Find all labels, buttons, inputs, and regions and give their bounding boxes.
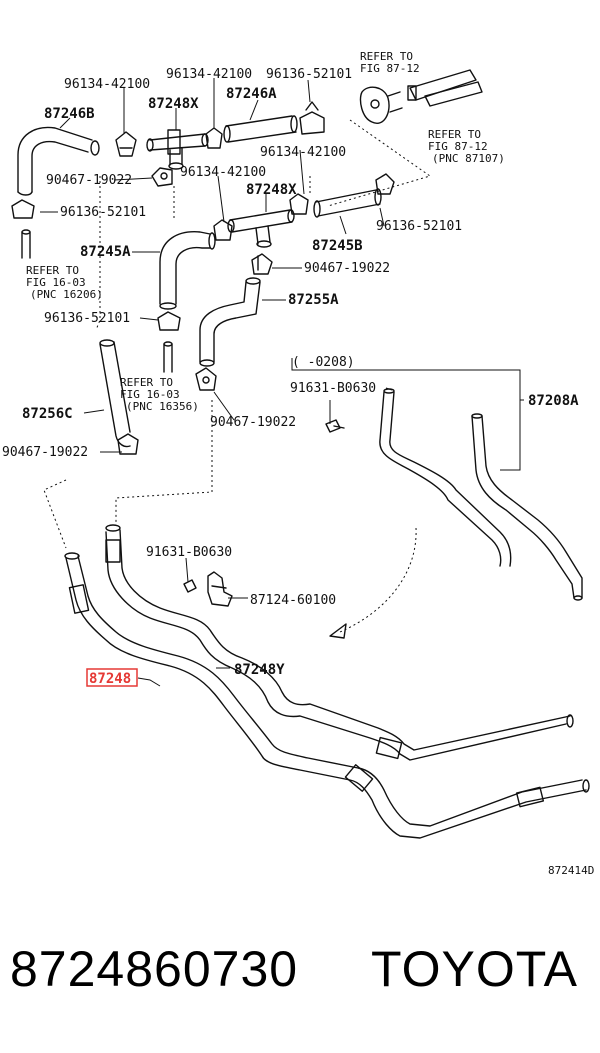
bolt-91631-b: [183, 579, 197, 593]
label-96136-52101-d: 96136-52101: [44, 311, 130, 326]
hose-87245a: [159, 231, 216, 310]
hose-87246a: [223, 115, 298, 143]
label-96136-52101-b: 96136-52101: [60, 205, 146, 220]
label-refer-to-b: REFER TO: [428, 128, 481, 141]
label-refer-to-d: REFER TO: [120, 376, 173, 389]
label-87124-60100: 87124-60100: [250, 593, 336, 608]
label-87208a: 87208A: [528, 393, 579, 409]
tee-87248x-b: [227, 209, 295, 248]
clip-96134-c: [375, 173, 395, 195]
label-fig-87-12-a: FIG 87-12: [360, 62, 420, 75]
label-96134-42100-b: 96134-42100: [166, 67, 252, 82]
pipe-refer-16206: [21, 229, 31, 259]
label-87248-highlighted[interactable]: 87248: [89, 671, 131, 687]
label-pnc-16206: (PNC 16206): [30, 288, 103, 301]
highlight-box-87248: [86, 668, 138, 687]
pipe-87248y: [105, 524, 574, 761]
clip-90467-a: [151, 167, 173, 187]
label-96134-42100-d: 96134-42100: [180, 165, 266, 180]
label-fig-87-12-b: FIG 87-12: [428, 140, 488, 153]
bracket-87124: [207, 571, 233, 607]
pipe-refer-16356: [163, 341, 173, 373]
label-90467-19022-d: 90467-19022: [210, 415, 296, 430]
bracket-0208: [291, 358, 521, 471]
label-pnc-87107: (PNC 87107): [432, 152, 505, 165]
label-90467-19022-b: 90467-19022: [304, 261, 390, 276]
clip-96136-c: [157, 311, 181, 331]
label-fig-16-03-c: FIG 16-03: [26, 276, 86, 289]
hose-87246b: [17, 126, 100, 196]
label-0208: ( -0208): [292, 355, 355, 370]
part-number: 8724860730: [10, 941, 299, 997]
hose-87255a: [199, 277, 261, 367]
label-fig-16-03-d: FIG 16-03: [120, 388, 180, 401]
label-91631-b0630-b: 91631-B0630: [146, 545, 232, 560]
clip-96136-d: [11, 199, 35, 219]
label-87255a: 87255A: [288, 292, 339, 308]
label-87256c: 87256C: [22, 406, 73, 422]
label-87246a: 87246A: [226, 86, 277, 102]
label-refer-to-a: REFER TO: [360, 50, 413, 63]
label-90467-19022-c: 90467-19022: [2, 445, 88, 460]
label-90467-19022-a: 90467-19022: [46, 173, 132, 188]
clip-96136-a: [299, 101, 325, 135]
label-87248x-a: 87248X: [148, 96, 199, 112]
label-87245a: 87245A: [80, 244, 131, 260]
label-87246b: 87246B: [44, 106, 95, 122]
hose-87245b: [313, 188, 382, 218]
label-refer-to-c: REFER TO: [26, 264, 79, 277]
connector-87107: [359, 69, 483, 124]
label-87248x-b: 87248X: [246, 182, 297, 198]
clip-96134-d: [213, 219, 233, 241]
pipe-87208a: [379, 388, 583, 601]
curved-arrow: [329, 527, 417, 639]
clip-90467-c: [195, 367, 217, 391]
label-96134-42100-a: 96134-42100: [64, 77, 150, 92]
label-91631-b0630-a: 91631-B0630: [290, 381, 376, 396]
bolt-91631-a: [325, 419, 345, 433]
label-87248y: 87248Y: [234, 662, 285, 678]
label-pnc-16356: (PNC 16356): [126, 400, 199, 413]
label-96136-52101-a: 96136-52101: [266, 67, 352, 82]
diagram-code: 872414D: [548, 864, 594, 877]
parts-diagram: 96134-42100 96134-42100 96136-52101 REFE…: [2, 50, 594, 877]
hose-87256c: [99, 339, 131, 448]
clip-96134-b: [205, 127, 223, 149]
clip-96136-b: [289, 193, 309, 215]
label-87245b: 87245B: [312, 238, 363, 254]
pipe-87248: [64, 552, 590, 839]
label-96136-52101-c: 96136-52101: [376, 219, 462, 234]
tee-87248x-a: [146, 129, 209, 170]
label-96134-42100-c: 96134-42100: [260, 145, 346, 160]
clip-96134-a: [115, 131, 137, 157]
clip-90467-b: [251, 253, 273, 275]
brand-name: TOYOTA: [371, 941, 578, 997]
